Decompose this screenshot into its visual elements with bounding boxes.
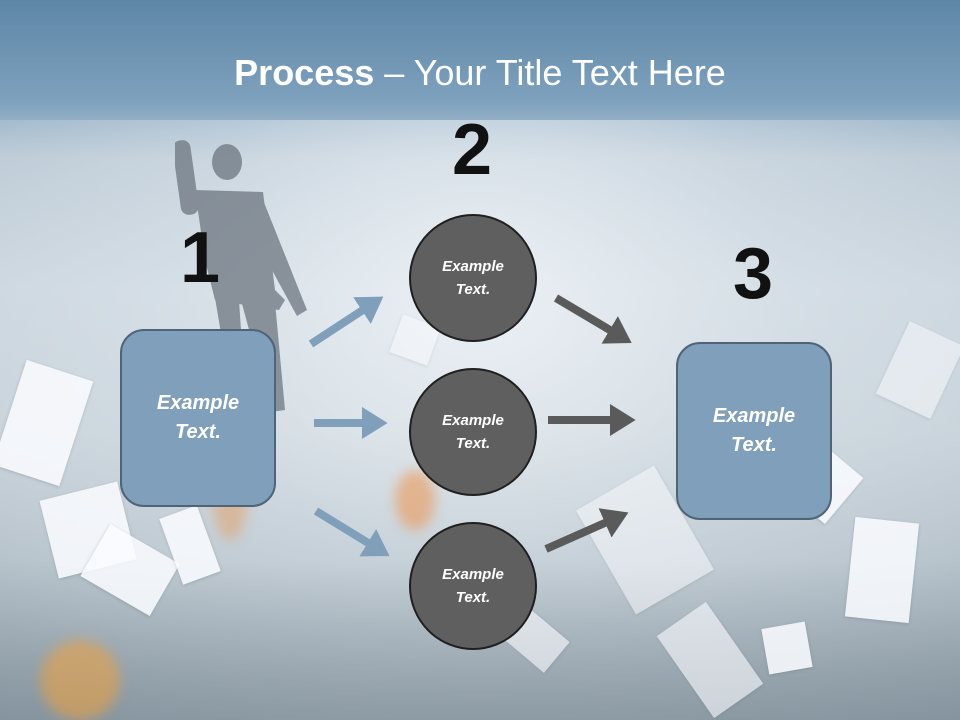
blue-arrow-down: [313, 507, 390, 557]
circle-label: Example Text.: [442, 258, 504, 298]
step-number-3: 3: [732, 234, 774, 314]
fire-glow: [40, 640, 120, 720]
middle-circle-center: Example Text.: [409, 368, 537, 496]
gray-arrow-down: [553, 294, 632, 344]
step-3-box: Example Text.: [676, 342, 832, 520]
middle-circle-top: Example Text.: [409, 214, 537, 342]
title-rest: – Your Title Text Here: [374, 52, 726, 93]
circle-label: Example Text.: [442, 566, 504, 606]
middle-circle-bottom: Example Text.: [409, 522, 537, 650]
gray-arrow-up: [544, 508, 629, 553]
step-1-box: Example Text.: [120, 329, 276, 507]
step-number-2: 2: [451, 110, 493, 190]
circle-label: Example Text.: [442, 412, 504, 452]
step-1-label: Example Text.: [156, 392, 240, 443]
slide-title: Process – Your Title Text Here: [0, 52, 960, 94]
rocket-flame: [395, 470, 435, 530]
step-number-1: 1: [179, 218, 221, 298]
step-3-label: Example Text.: [712, 405, 796, 456]
title-bold: Process: [234, 52, 375, 93]
blue-arrow-up: [308, 296, 384, 348]
